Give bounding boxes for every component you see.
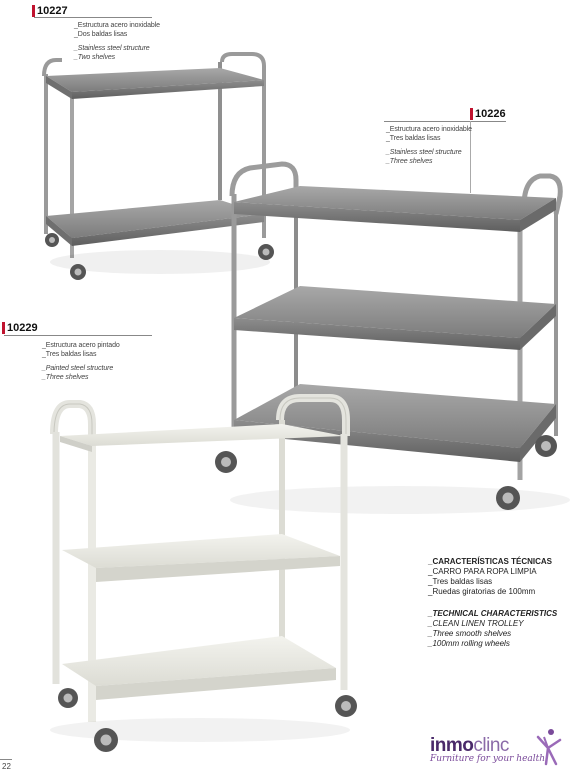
technical-line: _Ruedas giratorias de 100mm [428,587,536,596]
footer-rule [0,759,12,760]
product-10227-rule [34,17,152,18]
product-10226-description: _Estructura acero inoxidable _Tres balda… [386,126,472,165]
product-10227-description: _Estructura acero inoxidable _Dos baldas… [74,22,160,61]
technical-line: _CARRO PARA ROPA LIMPIA [428,567,537,576]
code-marker-icon [470,108,473,120]
product-10226-rule [384,121,506,122]
brand-name: inmoclinc [430,735,509,756]
product-code-10226: 10226 [470,108,506,120]
code-marker-icon [32,5,35,17]
technical-line: _Tres baldas lisas [428,577,493,586]
product-10226-leader-line [470,121,471,193]
product-code-10229: 10229 [2,322,38,334]
product-code-10227: 10227 [32,5,68,17]
technical-line: _100mm rolling wheels [428,639,510,648]
code-marker-icon [2,322,5,334]
product-10229-rule [4,335,152,336]
product-10229-description: _Estructura acero pintado _Tres baldas l… [42,342,120,381]
technical-heading-en: _TECHNICAL CHARACTERISTICS [428,609,558,618]
brand-logo: inmoclinc Furniture for your health [430,735,545,764]
technical-heading-es: _CARACTERÍSTICAS TÉCNICAS [428,557,553,566]
page-number: 22 [2,762,11,771]
technical-characteristics: _CARACTERÍSTICAS TÉCNICAS _CARRO PARA RO… [428,557,557,649]
technical-line: _Three smooth shelves [428,629,512,638]
trolley-10229-image [50,394,357,752]
brand-figure-icon [536,729,562,766]
technical-line: _CLEAN LINEN TROLLEY [428,619,524,628]
trolley-10226-image [215,161,570,514]
brand-tagline: Furniture for your health [430,754,546,764]
trolley-10227-image [42,52,274,280]
